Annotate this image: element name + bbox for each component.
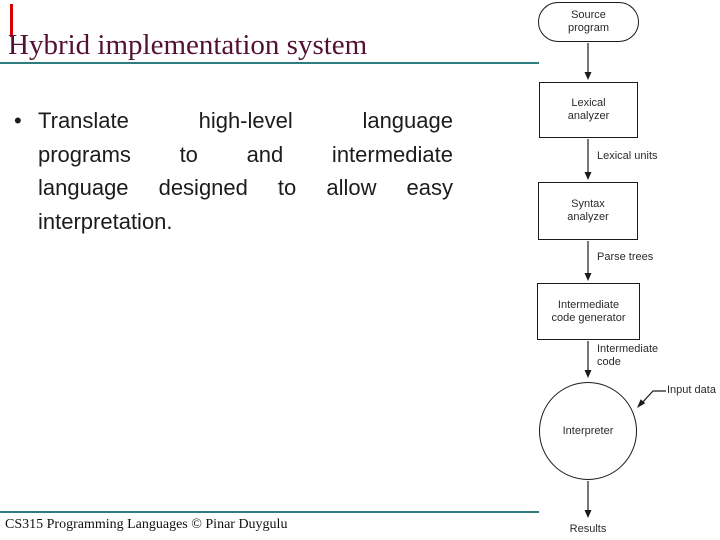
- node-intermediate-code-generator: Intermediate code generator: [537, 283, 640, 340]
- arrowhead-down-icon: [584, 172, 592, 180]
- node-label: Intermediate: [557, 298, 620, 311]
- edge-label-line: Intermediate: [597, 343, 659, 355]
- edge-label-intermediate-code: Intermediate code: [597, 343, 658, 369]
- arrowhead-input-data-icon: [637, 399, 646, 408]
- node-label: Interpreter: [562, 424, 614, 437]
- node-lexical-analyzer: Lexical analyzer: [539, 82, 638, 138]
- arrowhead-down-icon: [584, 273, 592, 281]
- bullet-line: Translate high-level language: [38, 108, 453, 133]
- arrowhead-down-icon: [584, 72, 592, 80]
- node-label: program: [568, 22, 609, 34]
- flow-arrows: [584, 43, 666, 518]
- bullet-text-block: Translate high-level language programs t…: [38, 104, 453, 238]
- edge-label-results: Results: [569, 523, 607, 535]
- bullet-line: programs to and intermediate: [38, 141, 453, 167]
- node-label: Syntax: [571, 198, 605, 210]
- node-label: analyzer: [567, 211, 609, 223]
- edge-label-line: code: [597, 356, 621, 368]
- bullet-line: interpretation.: [38, 208, 173, 234]
- edge-label-parse-trees: Parse trees: [597, 251, 654, 263]
- page-title: Hybrid implementation system: [8, 29, 368, 61]
- node-syntax-analyzer: Syntax analyzer: [538, 182, 638, 240]
- edge-label-input-data: Input data: [667, 384, 716, 396]
- edge-label-lexical-units: Lexical units: [597, 150, 658, 162]
- node-label: code generator: [551, 311, 626, 324]
- footer-credit: CS315 Programming Languages © Pinar Duyg…: [5, 517, 288, 532]
- title-underline: [0, 62, 539, 64]
- hybrid-implementation-flowchart: Source program Lexical analyzer Lexical …: [520, 0, 720, 540]
- node-interpreter: Interpreter: [539, 382, 637, 480]
- accent-bar: [10, 4, 13, 37]
- input-data-callout-line: [640, 390, 666, 405]
- node-label: analyzer: [567, 110, 610, 122]
- arrowhead-down-icon: [584, 370, 592, 378]
- node-label: Source: [571, 9, 606, 21]
- arrowhead-down-icon: [584, 510, 592, 518]
- bullet-line: language designed to allow easy: [38, 175, 453, 200]
- footer-divider: [0, 511, 539, 513]
- node-label: Lexical: [571, 97, 606, 109]
- node-source-program: Source program: [538, 2, 639, 42]
- bullet-marker: •: [14, 108, 22, 133]
